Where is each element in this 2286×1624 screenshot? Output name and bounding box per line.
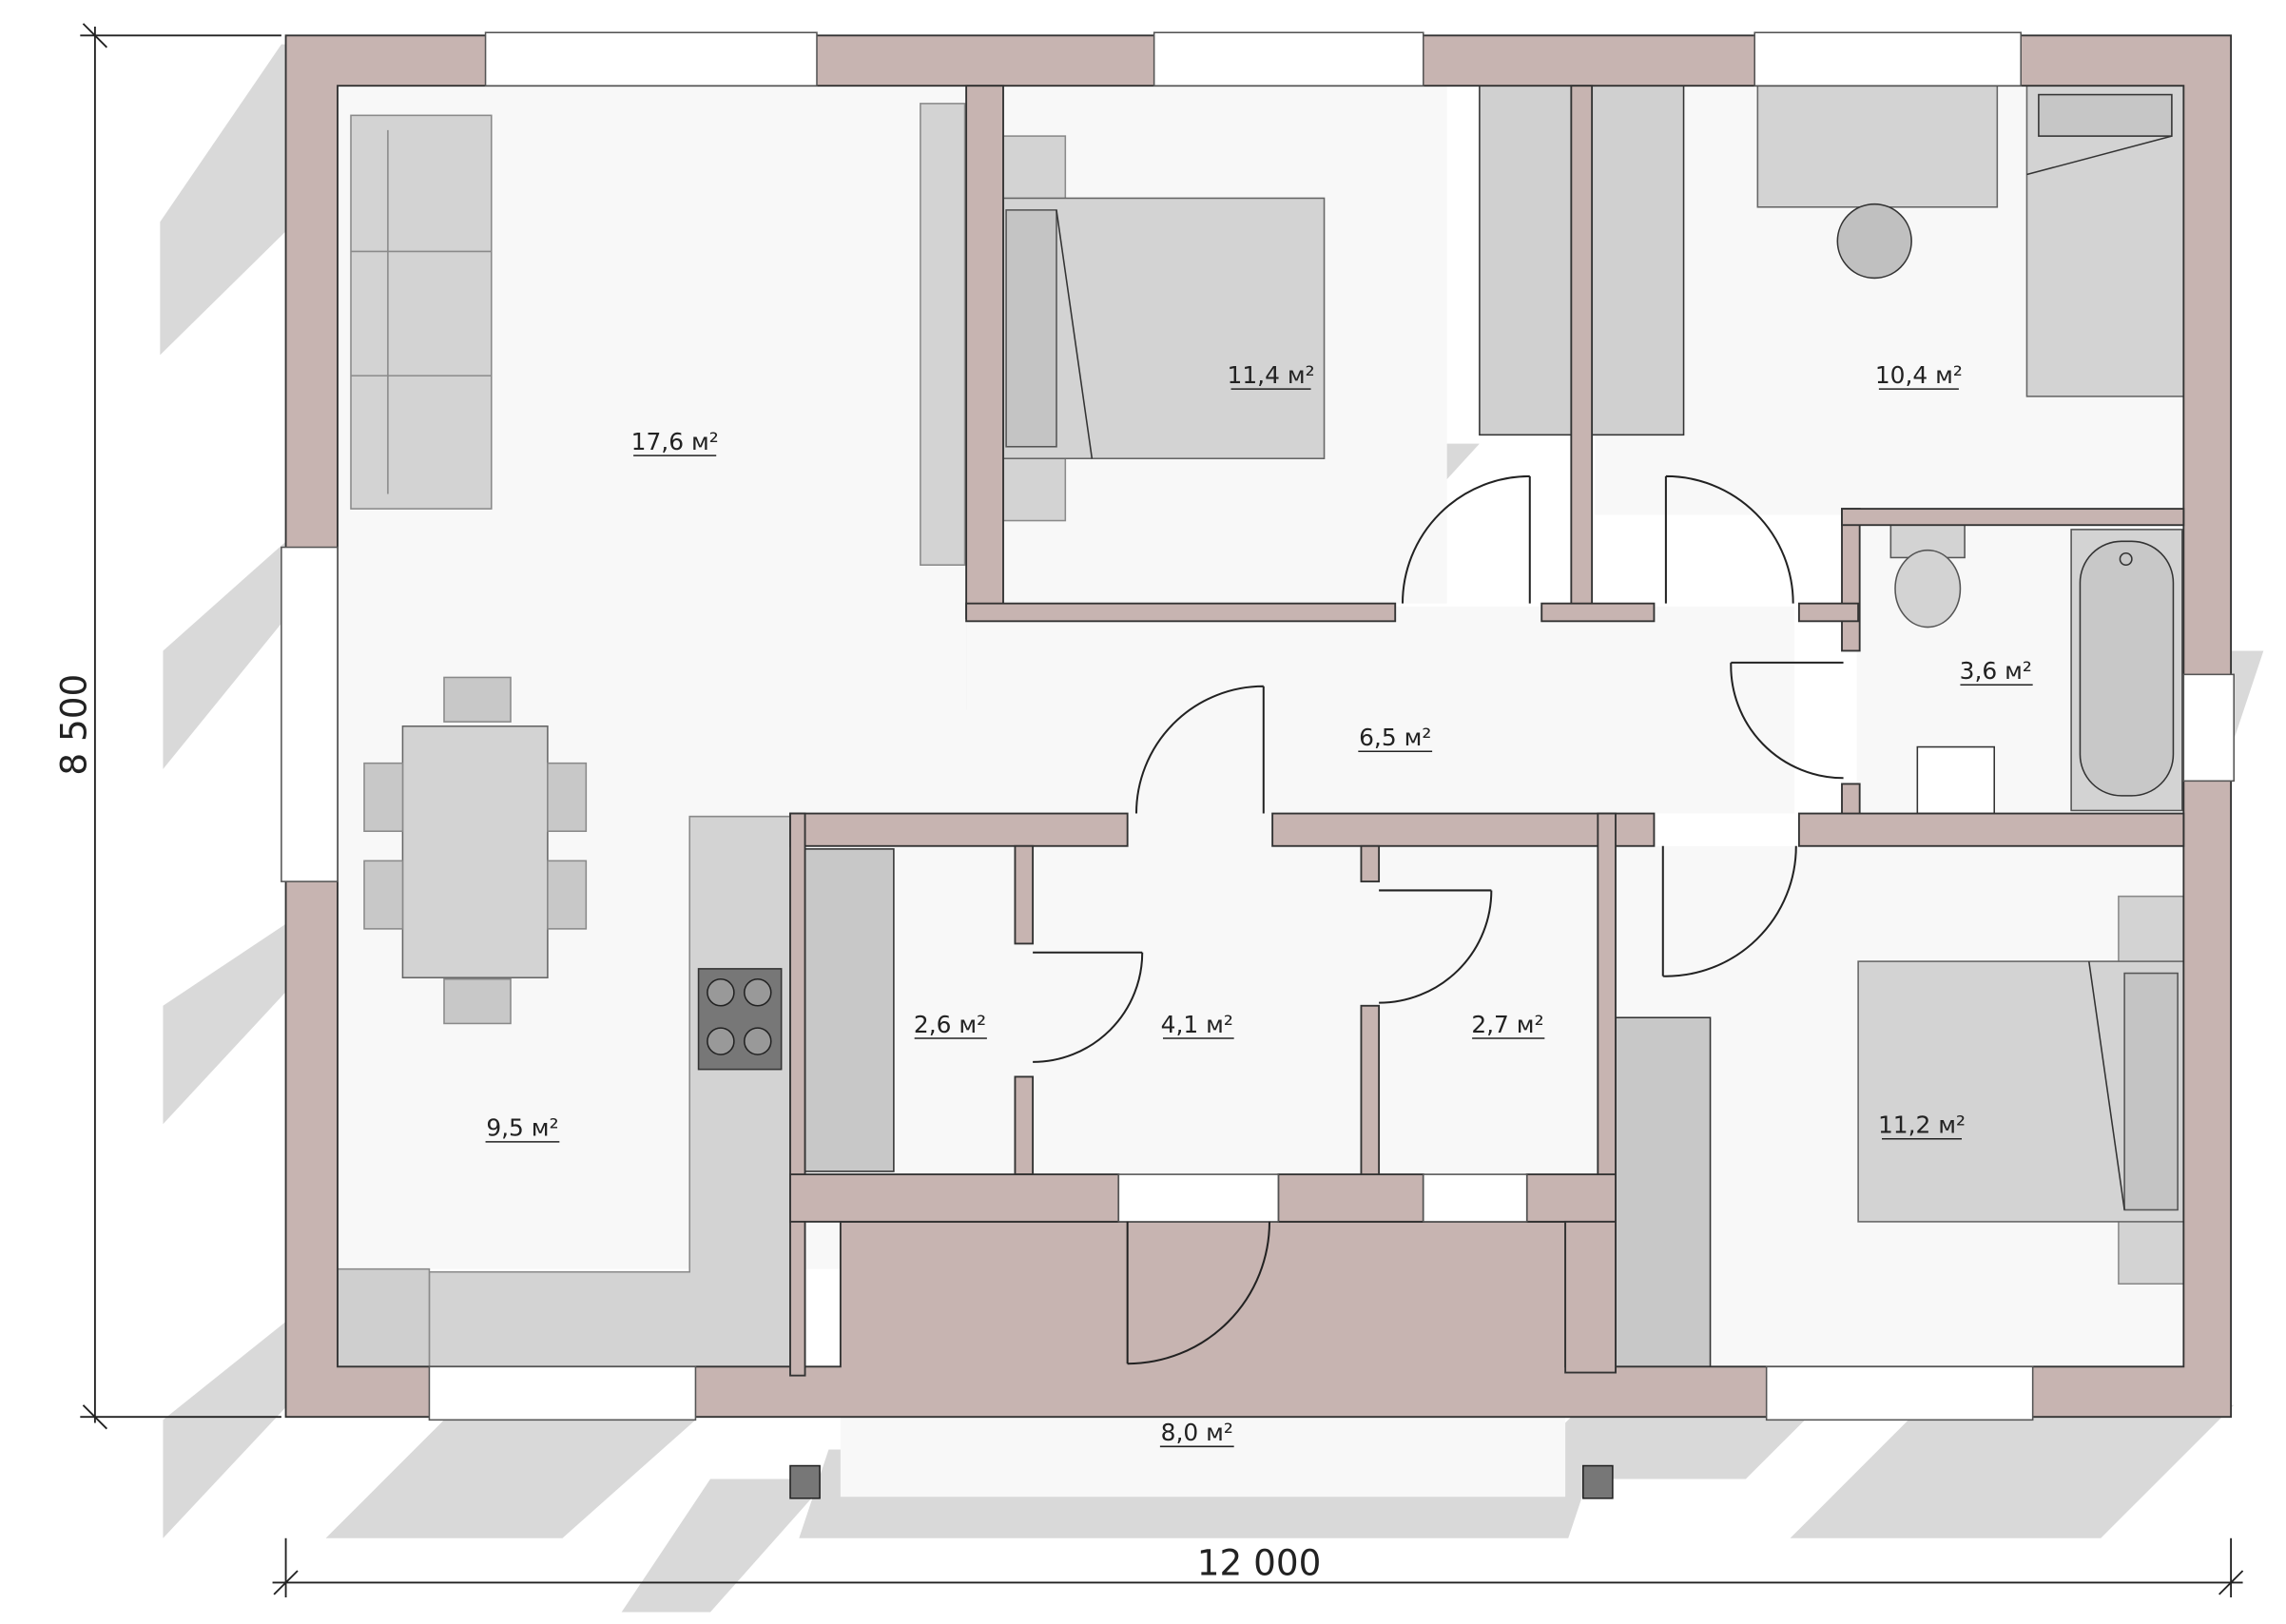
bathtub xyxy=(2070,529,2183,812)
desk-chair xyxy=(1836,203,1912,280)
cooktop xyxy=(697,968,783,1071)
room-label-bedroom-2: 10,4 м² xyxy=(1875,361,1963,389)
room-label-hall: 6,5 м² xyxy=(1359,724,1431,751)
post-right xyxy=(1582,1464,1614,1499)
toilet xyxy=(1889,524,1966,628)
dining-table xyxy=(401,725,549,978)
room-label-bedroom-1: 11,4 м² xyxy=(1228,361,1315,389)
bed-1 xyxy=(1002,135,1326,522)
tv-stand xyxy=(920,103,966,566)
wardrobe-2 xyxy=(1591,85,1685,436)
wardrobe-1 xyxy=(1479,85,1573,436)
door-layer xyxy=(1033,474,1844,1365)
room-labels: 17,6 м² 11,4 м² 10,4 м² 3,6 м² 6,5 м² 9,… xyxy=(485,361,2033,1448)
room-label-living: 17,6 м² xyxy=(631,428,719,455)
width-dimension-label: 12 000 xyxy=(1197,1542,1322,1584)
room-label-storage-1: 2,6 м² xyxy=(914,1011,986,1038)
dimension-layer xyxy=(80,23,2244,1597)
storage-shelf xyxy=(804,848,895,1172)
height-dimension-label: 8 500 xyxy=(53,674,95,776)
room-label-terrace: 8,0 м² xyxy=(1161,1419,1233,1446)
room-label-storage-2: 2,7 м² xyxy=(1471,1011,1543,1038)
room-label-bedroom-3: 11,2 м² xyxy=(1878,1112,1966,1139)
post-left xyxy=(789,1464,821,1499)
furniture-layer xyxy=(337,85,2185,1499)
bed-3 xyxy=(1857,895,2185,1285)
desk xyxy=(1756,85,1999,208)
window-layer xyxy=(281,31,2235,1421)
room-label-bathroom: 3,6 м² xyxy=(1960,657,2032,685)
room-label-kitchen: 9,5 м² xyxy=(486,1114,558,1142)
room-label-entrance: 4,1 м² xyxy=(1161,1011,1233,1038)
bed-2 xyxy=(2025,85,2185,397)
sink-cabinet xyxy=(1916,745,1995,815)
wardrobe-3 xyxy=(1615,1016,1712,1368)
sofa xyxy=(350,114,493,510)
wall-layer xyxy=(284,34,2233,1419)
